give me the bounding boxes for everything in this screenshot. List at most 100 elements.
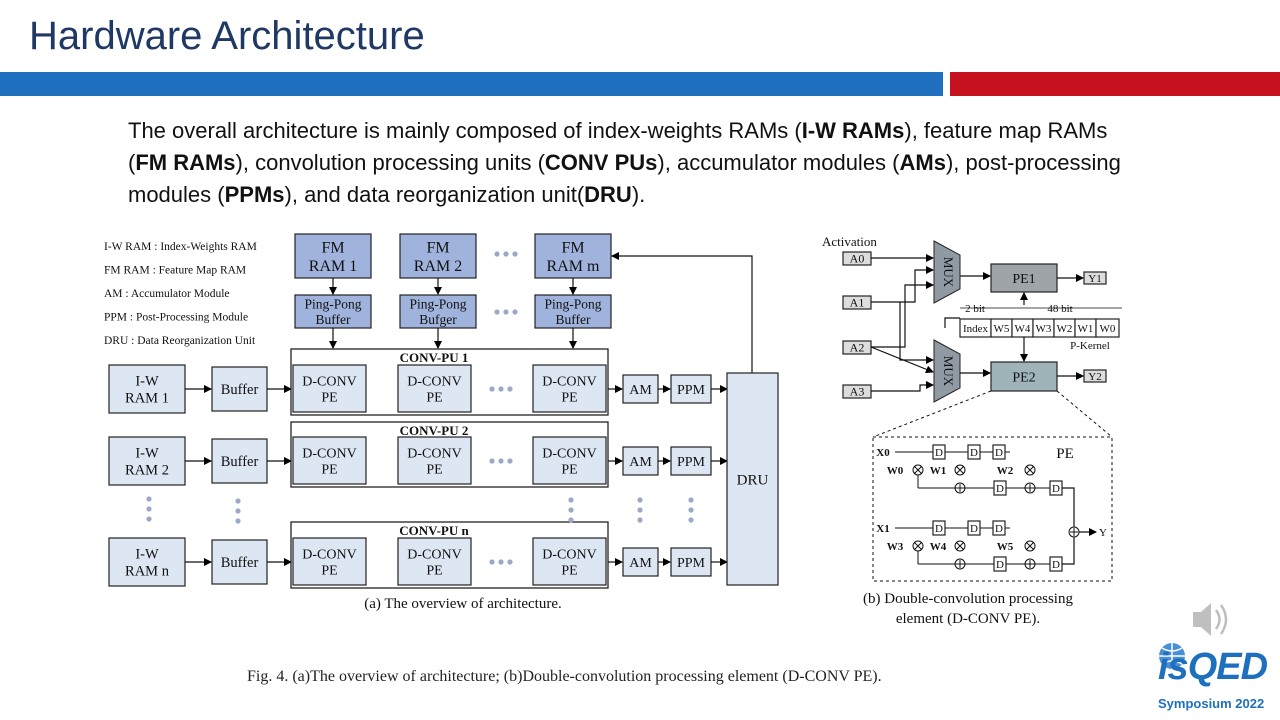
body-run: ), and data reorganization unit( — [284, 182, 585, 207]
input-a2: A2 — [842, 340, 872, 355]
dru-block: DRU — [726, 372, 779, 586]
pe-output-label: Y — [1099, 527, 1107, 539]
dot — [568, 497, 574, 503]
dot — [512, 309, 518, 315]
conv-pu-frame-2 — [290, 421, 609, 488]
conv-pu-frame-3 — [290, 521, 609, 589]
mux-bottom-label: MUX — [941, 356, 956, 387]
body-run: ), accumulator modules ( — [657, 150, 900, 175]
body-run: The overall architecture is mainly compo… — [128, 118, 802, 143]
dconv-pe-label: PE — [426, 563, 442, 578]
buffer-1-label: Buffer — [221, 382, 259, 398]
dot — [568, 507, 574, 513]
pe-input-label: X1 — [876, 523, 889, 535]
body-run: ), post-processing modules ( — [128, 150, 1121, 207]
iw-ram-2-label: RAM 2 — [125, 462, 169, 478]
delay-d-label: D — [996, 483, 1004, 495]
dconv-pe-rect — [397, 537, 472, 586]
title-bar-blue — [0, 72, 943, 96]
pingpong-buffer-3-rect — [534, 294, 612, 329]
kernel-cell-label: W3 — [1036, 323, 1052, 335]
delay-d-rect — [967, 444, 981, 460]
delay-d-label: D — [996, 559, 1004, 571]
input-a3: A3 — [842, 384, 872, 399]
dconv-pe-label: PE — [426, 462, 442, 477]
zoom-line-right — [1056, 390, 1113, 438]
am-2: AM — [622, 446, 659, 476]
iw-ram-3-label: RAM n — [125, 563, 170, 579]
dconv-pe-rect — [397, 364, 472, 413]
delay-d-label: D — [970, 447, 978, 459]
weight-label: W4 — [930, 541, 947, 553]
mux-top: MUX — [933, 240, 961, 304]
input-a2-label: A2 — [850, 341, 865, 355]
dot — [498, 458, 504, 464]
iw-ram-2-rect — [108, 436, 186, 486]
multiplier — [1024, 540, 1036, 552]
body-run: ). — [631, 182, 646, 207]
isqed-logo: isQED Symposium 2022 — [1150, 640, 1278, 720]
delay-d-label: D — [995, 447, 1003, 459]
dot — [494, 251, 500, 257]
a1-to-mux2 — [899, 302, 934, 364]
conv-pu-title: CONV-PU 2 — [400, 423, 469, 438]
pe-ellipsis — [489, 559, 513, 565]
kernel-cell-label: W5 — [994, 323, 1010, 335]
buffer-1: Buffer — [211, 366, 268, 412]
speaker-icon[interactable] — [1193, 603, 1228, 636]
ppm-ellipsis — [688, 497, 694, 523]
multiplier — [1024, 464, 1036, 476]
dot — [568, 517, 574, 523]
dconv-pe-rect — [532, 537, 607, 586]
iw-ram-3-rect — [108, 537, 186, 587]
index-to-mux-line — [944, 317, 960, 328]
dot — [494, 309, 500, 315]
dconv-pe-label: PE — [561, 390, 577, 405]
input-a3-label: A3 — [850, 385, 865, 399]
dconv-pe-rect — [532, 436, 607, 485]
delay-d-label: D — [970, 523, 978, 535]
buffer-2-label: Buffer — [221, 454, 259, 470]
pe-input-label: X0 — [876, 447, 890, 459]
legend-item: FM RAM : Feature Map RAM — [104, 265, 246, 277]
ppm-2: PPM — [670, 446, 712, 476]
dot — [503, 251, 509, 257]
diagram-b-caption: element (D-CONV PE). — [896, 611, 1040, 627]
activation-label: Activation — [822, 234, 877, 249]
fm-ram-3-label: RAM m — [547, 258, 600, 275]
delay-d-rect — [992, 520, 1006, 536]
sum-top-line — [1062, 487, 1075, 527]
dru-feedback-line — [611, 252, 753, 373]
buffer-2: Buffer — [211, 438, 268, 484]
delay-d-label: D — [935, 447, 943, 459]
am-1-rect — [622, 374, 659, 404]
delay-d: D — [932, 520, 946, 536]
kernel-cell-label: W0 — [1100, 323, 1116, 335]
dconv-pe-label: D-CONV — [542, 547, 596, 562]
body-term: DRU — [584, 182, 632, 207]
dot — [235, 518, 241, 524]
dot — [146, 516, 152, 522]
pe2-block: PE2 — [990, 361, 1058, 392]
weight-label: W0 — [887, 465, 904, 477]
delay-d: D — [1049, 480, 1063, 496]
logo-text: isQED — [1158, 646, 1268, 688]
delay-d-rect — [967, 520, 981, 536]
weight-label: W3 — [887, 541, 904, 553]
fm-ram-2-label: FM — [426, 239, 449, 256]
dot — [637, 517, 643, 523]
pe-ellipsis — [489, 386, 513, 392]
dot — [688, 517, 694, 523]
kernel-cell: W3 — [1032, 318, 1055, 338]
buffer-3: Buffer — [211, 539, 268, 585]
